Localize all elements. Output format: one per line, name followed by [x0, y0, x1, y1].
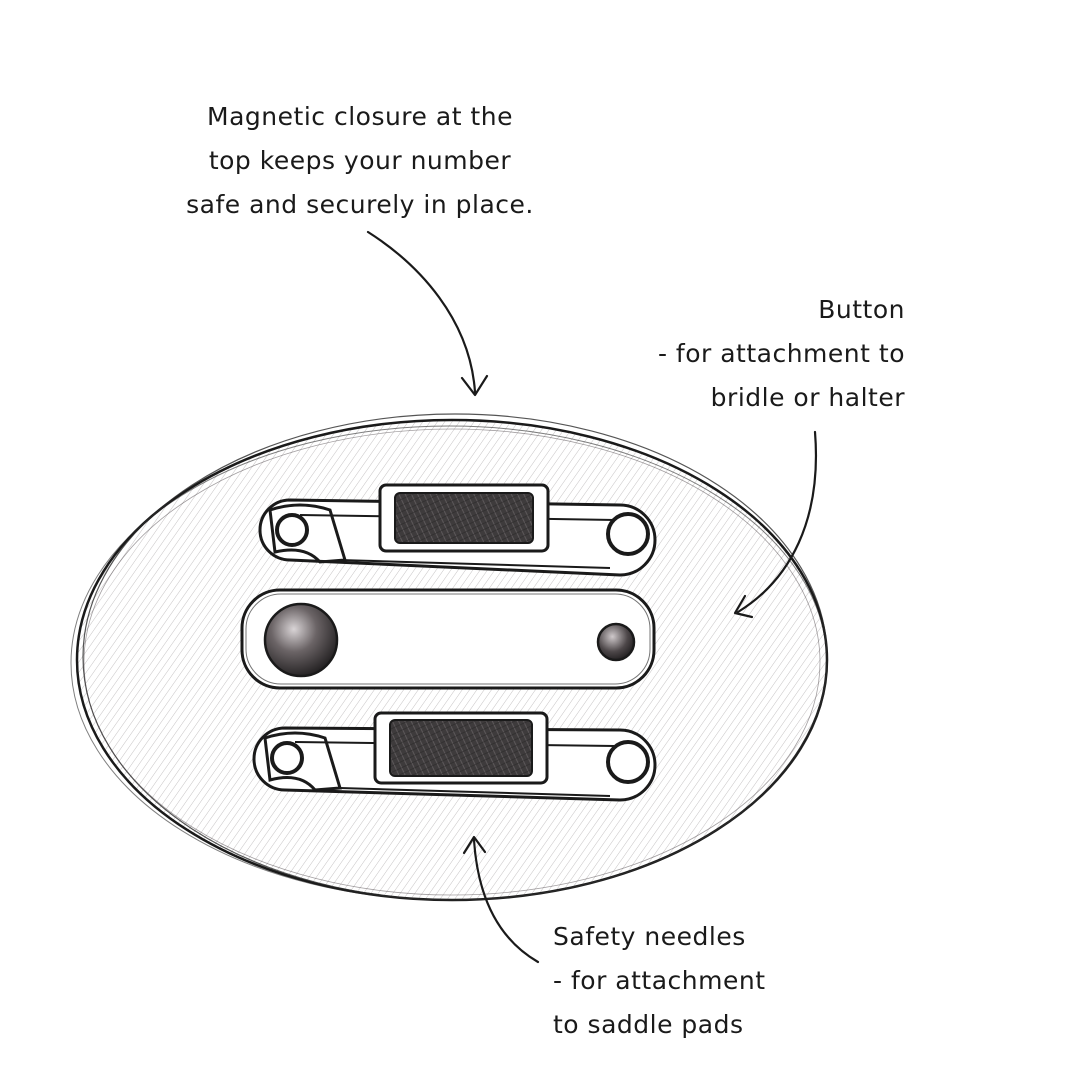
safety-pin-top: [258, 483, 657, 577]
arrow-button: [733, 430, 817, 619]
small-button-icon: [596, 622, 636, 662]
callout-button: Button - for attachment to bridle or hal…: [657, 295, 905, 412]
arrow-safety-needles: [462, 835, 540, 964]
callout-magnetic-closure: Magnetic closure at the top keeps your n…: [186, 102, 534, 219]
safety-pin-bottom: [252, 711, 657, 802]
large-button-icon: [263, 602, 339, 678]
callout-safety-needles: Safety needles - for attachment to saddl…: [553, 922, 766, 1039]
arrow-magnetic-closure: [366, 230, 489, 397]
button-strap: [240, 588, 656, 690]
